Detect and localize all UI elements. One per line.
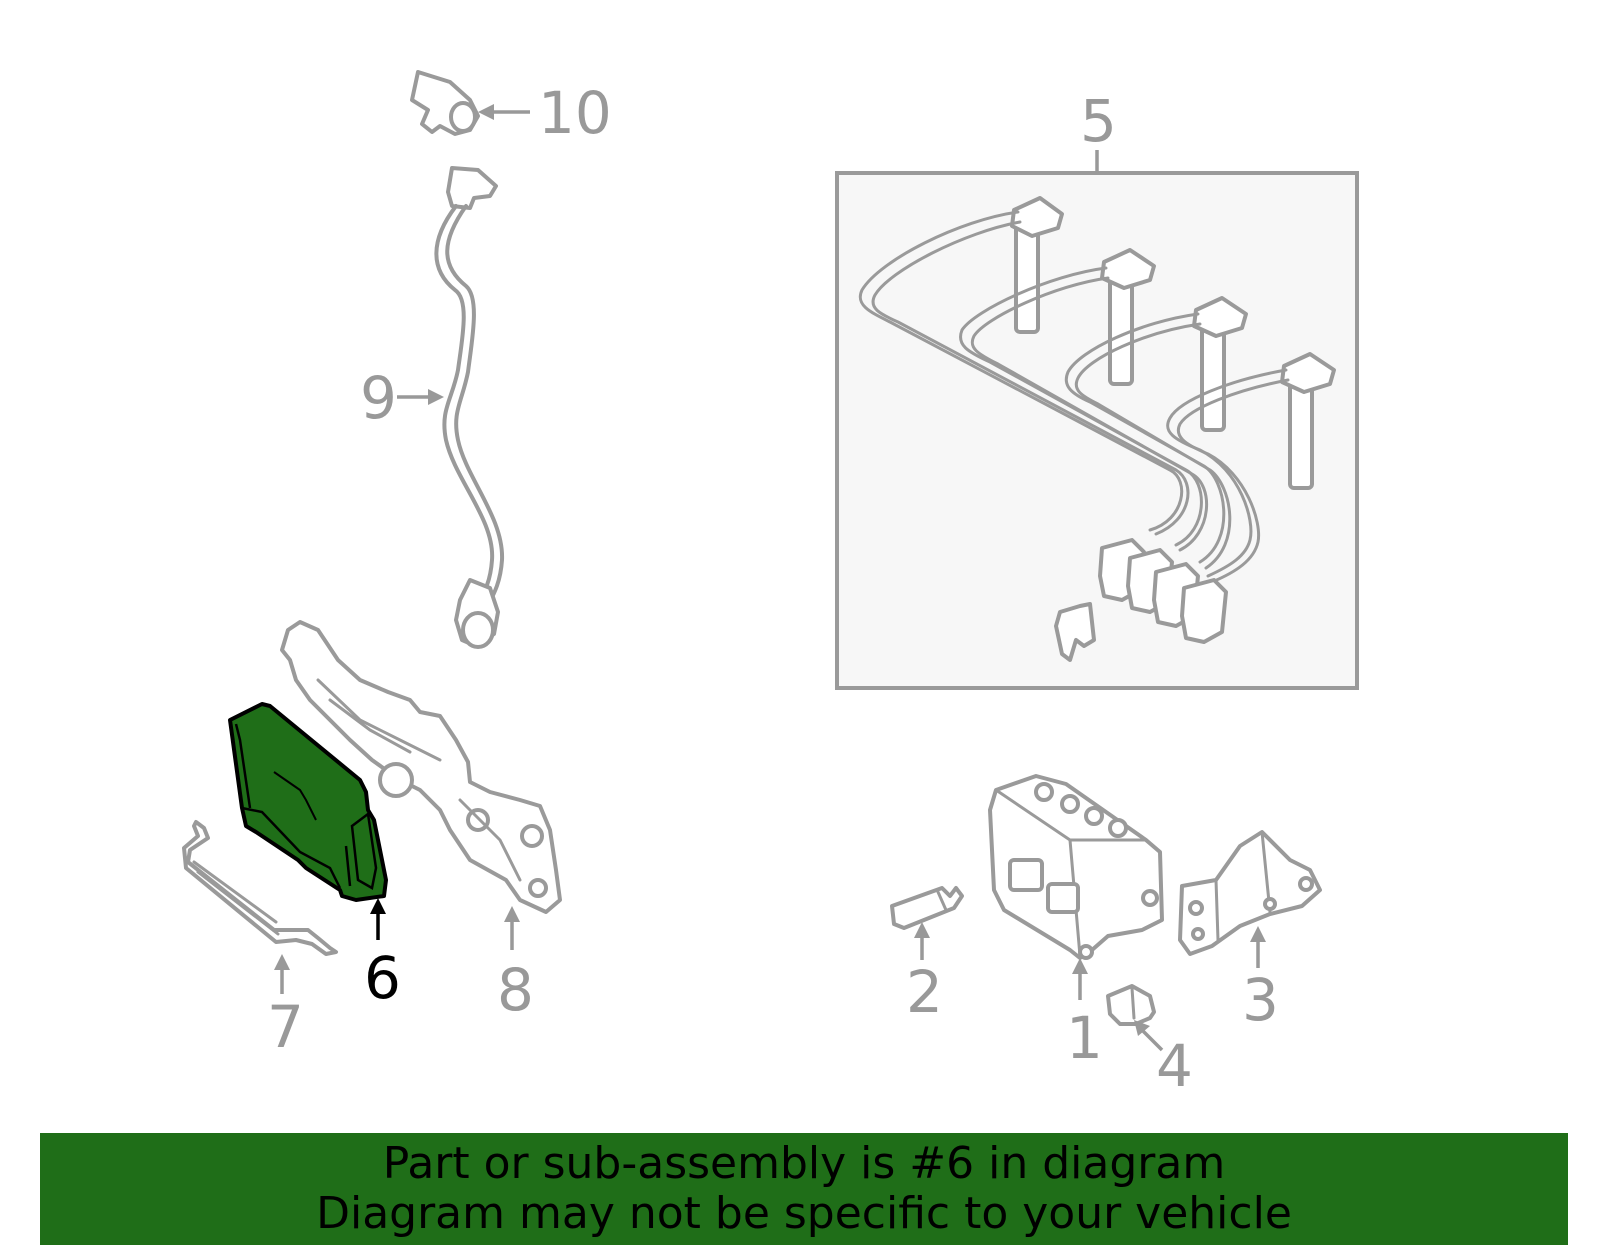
callout-5: 5 — [1080, 87, 1117, 173]
part-4-connector — [1106, 984, 1156, 1026]
part-3-bracket — [1178, 830, 1322, 956]
svg-text:6: 6 — [364, 944, 401, 1012]
svg-text:9: 9 — [360, 364, 397, 432]
callout-10: 10 — [478, 79, 612, 147]
part-2-pin — [890, 886, 964, 930]
svg-text:3: 3 — [1242, 966, 1279, 1034]
callout-6: 6 — [364, 898, 401, 1012]
callout-7: 7 — [267, 954, 304, 1061]
callout-3: 3 — [1242, 926, 1279, 1034]
svg-text:1: 1 — [1066, 1004, 1103, 1072]
part-8-bracket — [280, 620, 562, 914]
part-10-sensor — [410, 70, 480, 136]
part-1-module — [988, 774, 1164, 960]
svg-text:8: 8 — [497, 956, 534, 1024]
svg-text:2: 2 — [906, 958, 943, 1026]
part-5-ignition-wire-set — [835, 171, 1359, 690]
banner-line-2: Diagram may not be specific to your vehi… — [316, 1188, 1292, 1239]
notice-banner: Part or sub-assembly is #6 in diagram Di… — [40, 1133, 1568, 1245]
callout-8: 8 — [497, 906, 534, 1024]
svg-text:4: 4 — [1156, 1032, 1193, 1100]
part-6-ecm-highlighted — [228, 702, 388, 902]
part-7-strap — [182, 820, 338, 956]
callout-9: 9 — [360, 364, 444, 432]
callout-4: 4 — [1134, 1020, 1193, 1100]
callout-1: 1 — [1066, 958, 1103, 1072]
svg-text:5: 5 — [1080, 87, 1117, 155]
svg-text:10: 10 — [538, 79, 612, 147]
svg-text:7: 7 — [267, 993, 304, 1061]
callout-2: 2 — [906, 922, 943, 1026]
banner-line-1: Part or sub-assembly is #6 in diagram — [382, 1138, 1226, 1189]
part-9-harness — [434, 166, 505, 649]
